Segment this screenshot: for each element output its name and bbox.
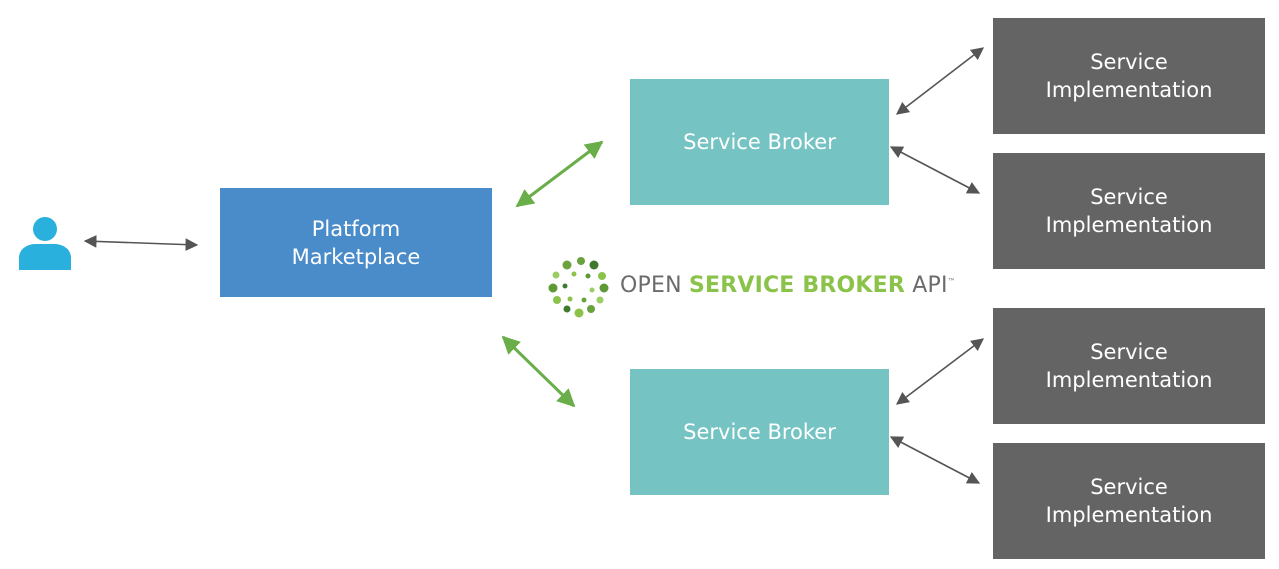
impl-label-line1: Service	[1090, 185, 1168, 209]
osb-logo-trademark: ™	[947, 277, 956, 286]
osb-logo-api: API	[905, 273, 948, 298]
osb-logo-text: OPEN SERVICE BROKER API™	[620, 271, 956, 301]
arrow-broker1-impl1	[895, 47, 985, 115]
osb-logo-icon	[548, 257, 609, 318]
impl-label-line2: Implementation	[1045, 213, 1213, 237]
impl-label-line2: Implementation	[1045, 503, 1213, 527]
impl-label-line1: Service	[1090, 340, 1168, 364]
platform-label-line2: Marketplace	[291, 244, 421, 269]
arrow-broker2-impl3	[895, 338, 985, 405]
impl-label-line1: Service	[1090, 50, 1168, 74]
impl-label-line2: Implementation	[1045, 78, 1213, 102]
arrow-platform-broker-bottom	[501, 335, 576, 408]
arrow-platform-broker-top	[515, 140, 604, 208]
arrow-broker2-impl4	[889, 436, 981, 484]
arrow-broker1-impl2	[889, 146, 981, 194]
service-broker-label: Service Broker	[683, 130, 836, 154]
service-implementation-box-1: Service Implementation	[993, 18, 1265, 134]
impl-label-line2: Implementation	[1045, 368, 1213, 392]
impl-label-line1: Service	[1090, 475, 1168, 499]
arrow-user-platform	[83, 235, 199, 251]
service-implementation-box-3: Service Implementation	[993, 308, 1265, 424]
osb-logo-open: OPEN	[620, 273, 689, 298]
osb-logo-service-broker: SERVICE BROKER	[688, 273, 906, 298]
service-broker-box-top: Service Broker	[630, 79, 889, 205]
platform-marketplace-box: Platform Marketplace	[220, 188, 492, 297]
service-implementation-box-2: Service Implementation	[993, 153, 1265, 269]
service-broker-box-bottom: Service Broker	[630, 369, 889, 495]
service-implementation-box-4: Service Implementation	[993, 443, 1265, 559]
service-broker-label: Service Broker	[683, 420, 836, 444]
person-icon	[19, 217, 71, 270]
platform-label-line1: Platform	[311, 216, 401, 241]
